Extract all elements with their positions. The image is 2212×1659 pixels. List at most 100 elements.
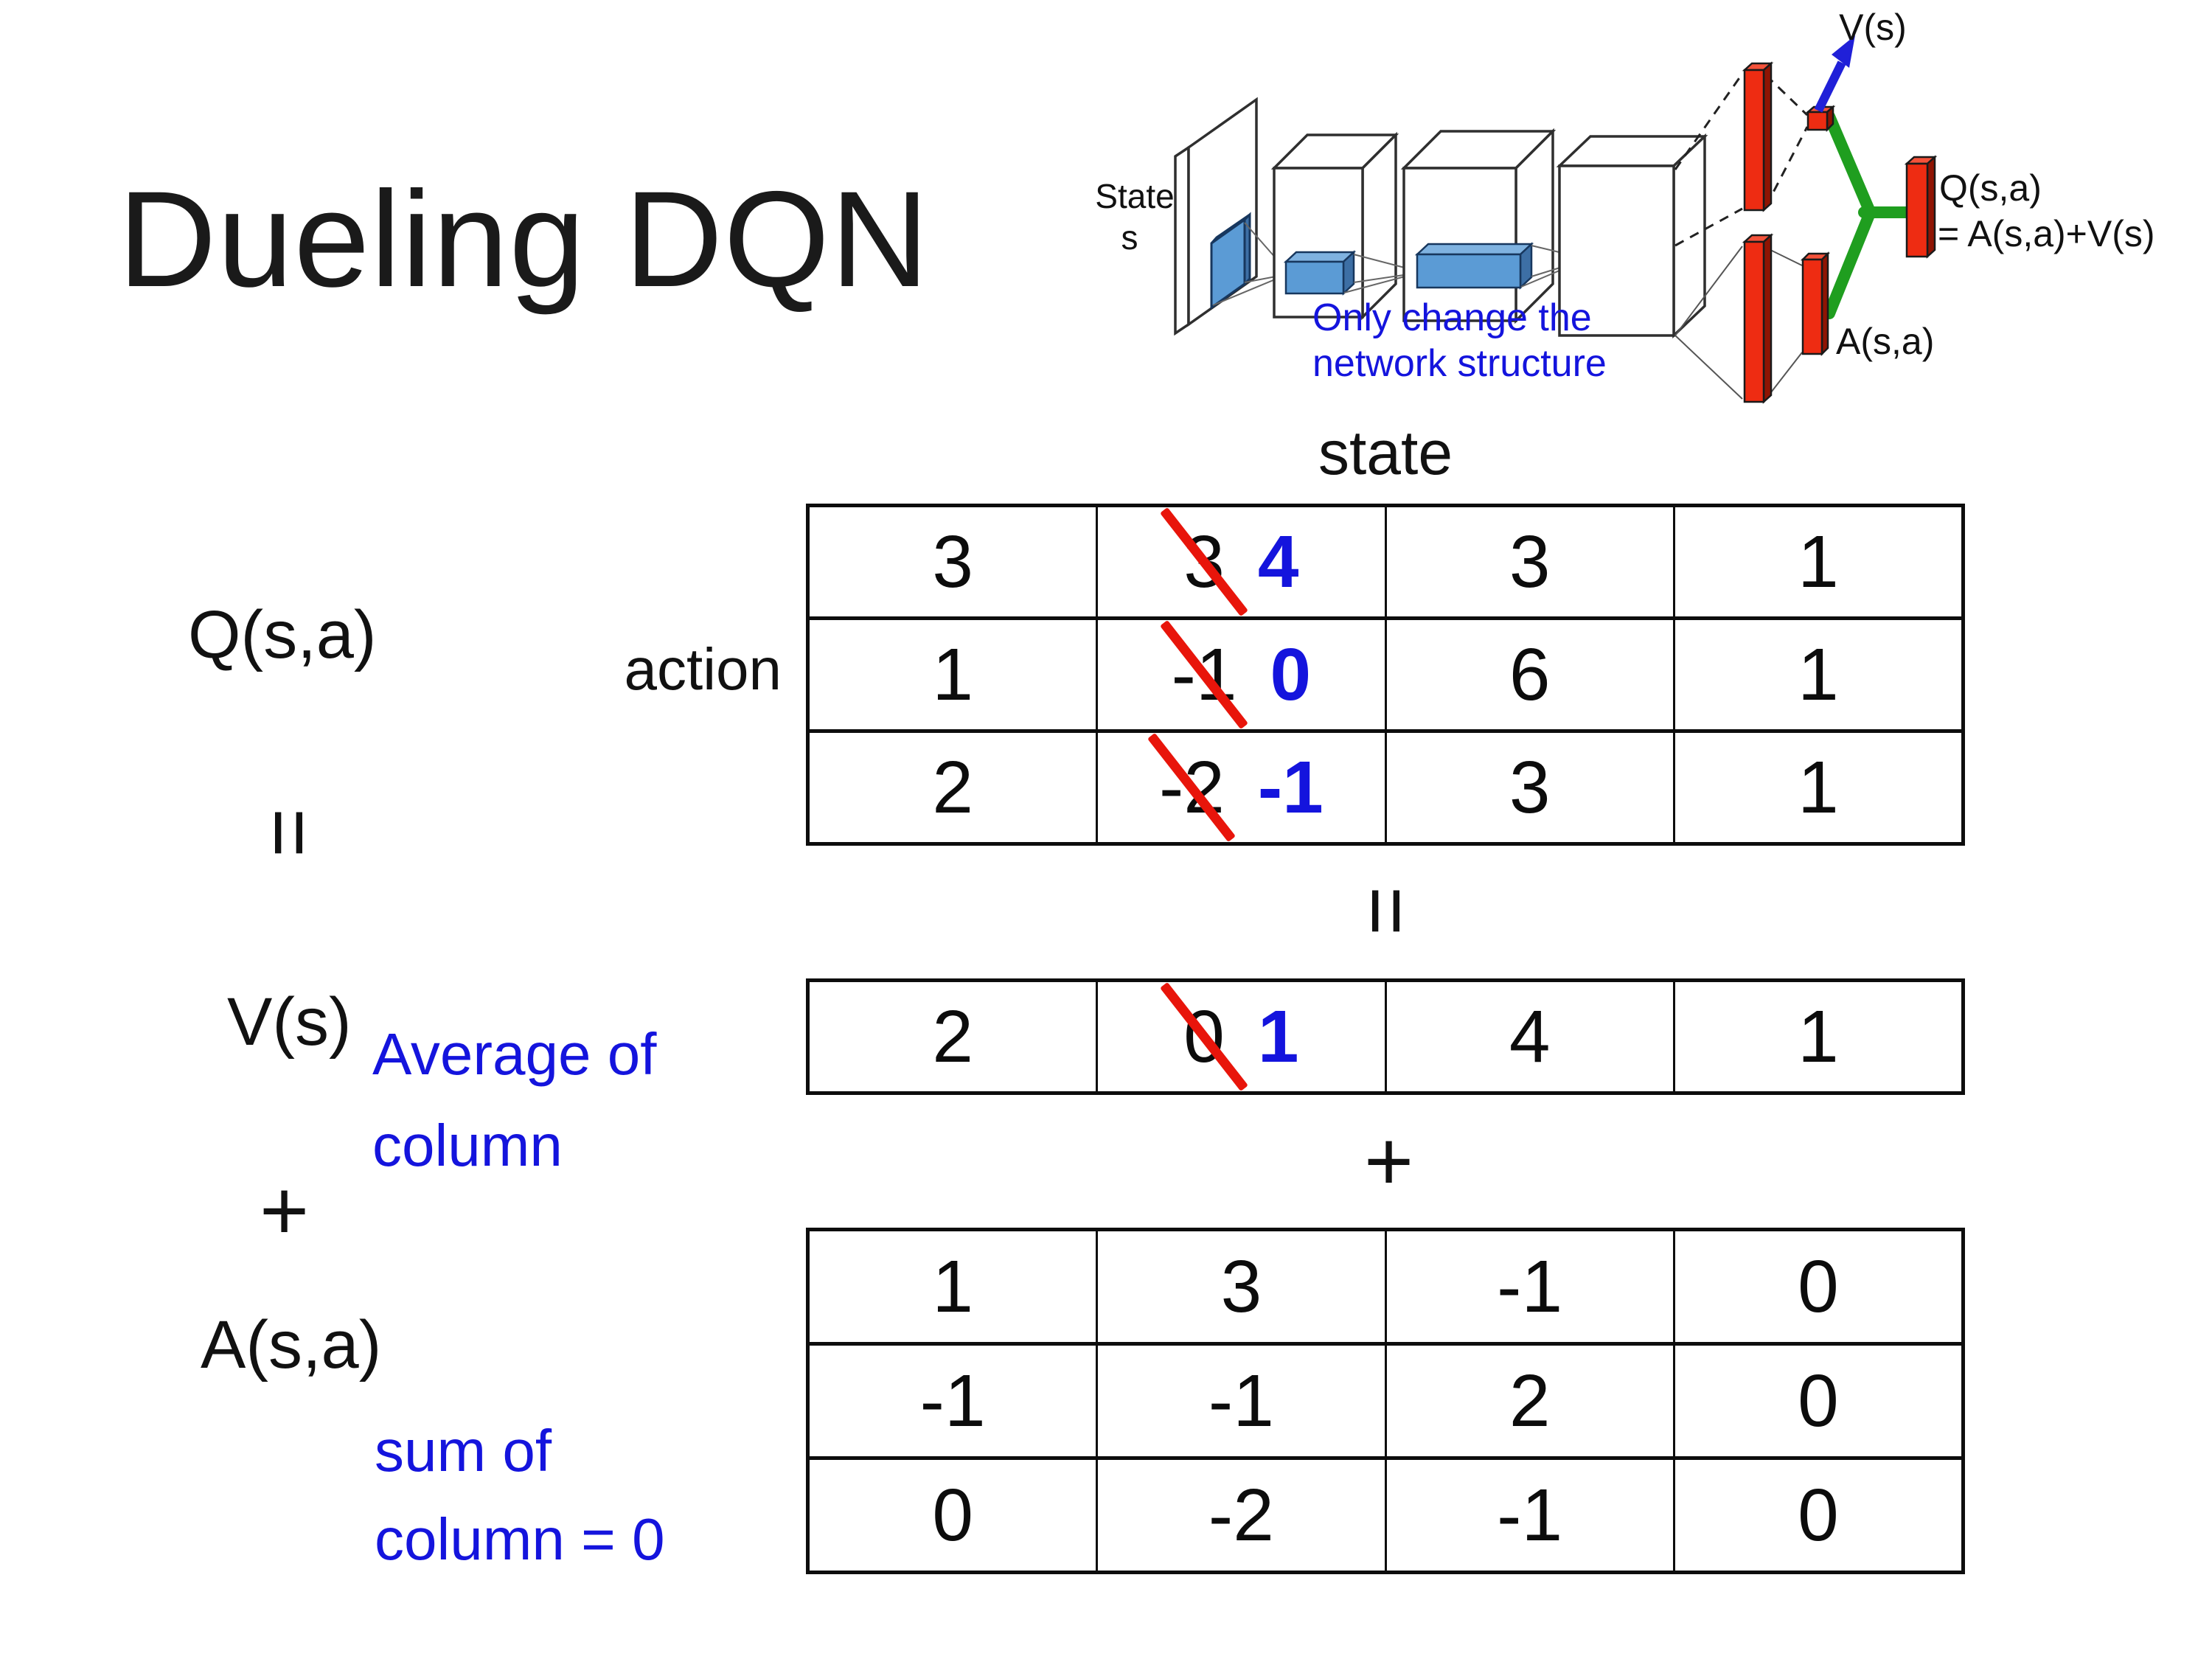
matrix-cell: 1 <box>1672 620 1961 729</box>
equals-sign-left: = <box>242 807 337 858</box>
matrix-cell: 1 <box>810 620 1096 729</box>
network-diagram: State s Only change the network structur… <box>1095 7 2155 404</box>
matrix-cell: 0 <box>1672 1231 1961 1342</box>
old-value: -2 <box>1158 745 1225 829</box>
struck-value: 3 <box>1160 507 1248 617</box>
cell-value: 0 <box>932 1473 973 1557</box>
v-output-label: V(s) <box>1839 7 1907 48</box>
q-output-label-line1: Q(s,a) <box>1939 167 2042 209</box>
matrix-cell: 2 <box>810 733 1096 842</box>
cell-value: 3 <box>932 520 973 603</box>
value-fc-bar <box>1742 61 1774 212</box>
advantage-fc-bar <box>1742 233 1774 404</box>
feature-cuboid-1 <box>1283 250 1357 296</box>
old-value: 0 <box>1183 995 1225 1078</box>
equals-sign-middle: = <box>1339 886 1434 936</box>
matrix-cell: -1 <box>1096 1346 1384 1456</box>
state-axis-label: state <box>1318 418 1453 487</box>
cell-value: 1 <box>932 1245 973 1328</box>
average-note-line2: column <box>372 1113 563 1178</box>
corrected-value: 4 <box>1257 520 1299 603</box>
struck-value: 0 <box>1160 981 1248 1092</box>
diagram-note-line1: Only change the <box>1312 296 1592 339</box>
value-stream-dashed-lines <box>1674 73 1809 247</box>
cell-value: 3 <box>1220 1245 1262 1328</box>
matrix-cell: 0 <box>810 1460 1096 1571</box>
feature-cuboid-2 <box>1414 242 1534 290</box>
state-label-s: s <box>1121 218 1138 257</box>
corrected-value: 1 <box>1257 995 1299 1078</box>
cell-value: -1 <box>919 1359 986 1442</box>
struck-value: -1 <box>1160 619 1248 730</box>
cell-value: -2 <box>1208 1473 1274 1557</box>
matrix-cell: 3 <box>1384 733 1673 842</box>
sum-of-column-note: sum of column = 0 <box>375 1407 665 1584</box>
matrix-cell: -1 <box>1384 1231 1673 1342</box>
corrected-value: 0 <box>1270 633 1312 716</box>
matrix-cell: 0 <box>1672 1346 1961 1456</box>
cell-value: 1 <box>1798 520 1839 603</box>
cell-value: 1 <box>1798 633 1839 716</box>
slide-title: Dueling DQN <box>118 164 930 316</box>
matrix-row: -1 -1 2 0 <box>810 1342 1961 1456</box>
sum-note-line2: column = 0 <box>375 1506 665 1572</box>
cell-value: 1 <box>1798 995 1839 1078</box>
cell-value: 6 <box>1509 633 1551 716</box>
q-output-bar <box>1904 155 1938 259</box>
a-output-label: A(s,a) <box>1836 321 1934 362</box>
old-value: -1 <box>1171 633 1237 716</box>
v-matrix-label: V(s) <box>227 984 352 1060</box>
matrix-cell: 1 <box>1672 507 1961 616</box>
plus-sign-left: + <box>260 1164 310 1258</box>
matrix-cell: -1 <box>810 1346 1096 1456</box>
conv-filter-icon <box>1210 212 1251 310</box>
cell-value: 1 <box>932 633 973 716</box>
cell-value: 0 <box>1798 1359 1839 1442</box>
matrix-cell: 2 <box>1384 1346 1673 1456</box>
cell-value: 0 <box>1798 1473 1839 1557</box>
conv-box-3 <box>1556 133 1708 339</box>
cell-value: 3 <box>1509 745 1551 829</box>
matrix-cell: -2 -1 <box>1096 732 1384 843</box>
cell-value: -1 <box>1208 1359 1274 1442</box>
matrix-row: 2 -2 -1 3 1 <box>810 729 1961 843</box>
matrix-cell: 4 <box>1384 982 1673 1091</box>
conv-box-2 <box>1400 128 1557 324</box>
merge-y-connector <box>1823 111 1914 319</box>
matrix-cell: 0 <box>1672 1460 1961 1571</box>
advantage-node-bar <box>1800 251 1831 357</box>
average-note-line1: Average of <box>372 1021 657 1087</box>
a-matrix-label: A(s,a) <box>201 1307 382 1382</box>
cell-value: 1 <box>1798 745 1839 829</box>
cell-value: 3 <box>1509 520 1551 603</box>
corrected-value: -1 <box>1257 745 1324 829</box>
matrix-cell: 1 <box>1672 982 1961 1091</box>
matrix-cell: 3 <box>1096 1231 1384 1342</box>
matrix-cell: 3 <box>1384 507 1673 616</box>
matrix-row: 1 -1 0 6 1 <box>810 616 1961 730</box>
v-arrow-icon <box>1814 35 1855 113</box>
cell-value: 4 <box>1509 995 1551 1078</box>
sum-note-line1: sum of <box>375 1418 552 1484</box>
struck-value: -2 <box>1147 732 1237 843</box>
state-label: State <box>1095 177 1174 215</box>
matrix-cell: 1 <box>1672 733 1961 842</box>
cell-value: -1 <box>1497 1245 1563 1328</box>
q-matrix-label: Q(s,a) <box>188 597 377 672</box>
matrix-cell: 2 <box>810 982 1096 1091</box>
matrix-row: 1 3 -1 0 <box>810 1231 1961 1342</box>
cell-value: 2 <box>932 995 973 1078</box>
matrix-cell: -1 0 <box>1096 619 1384 730</box>
matrix-cell: -2 <box>1096 1460 1384 1571</box>
q-output-label-line2: = A(s,a)+V(s) <box>1938 213 2155 254</box>
matrix-cell: 6 <box>1384 620 1673 729</box>
